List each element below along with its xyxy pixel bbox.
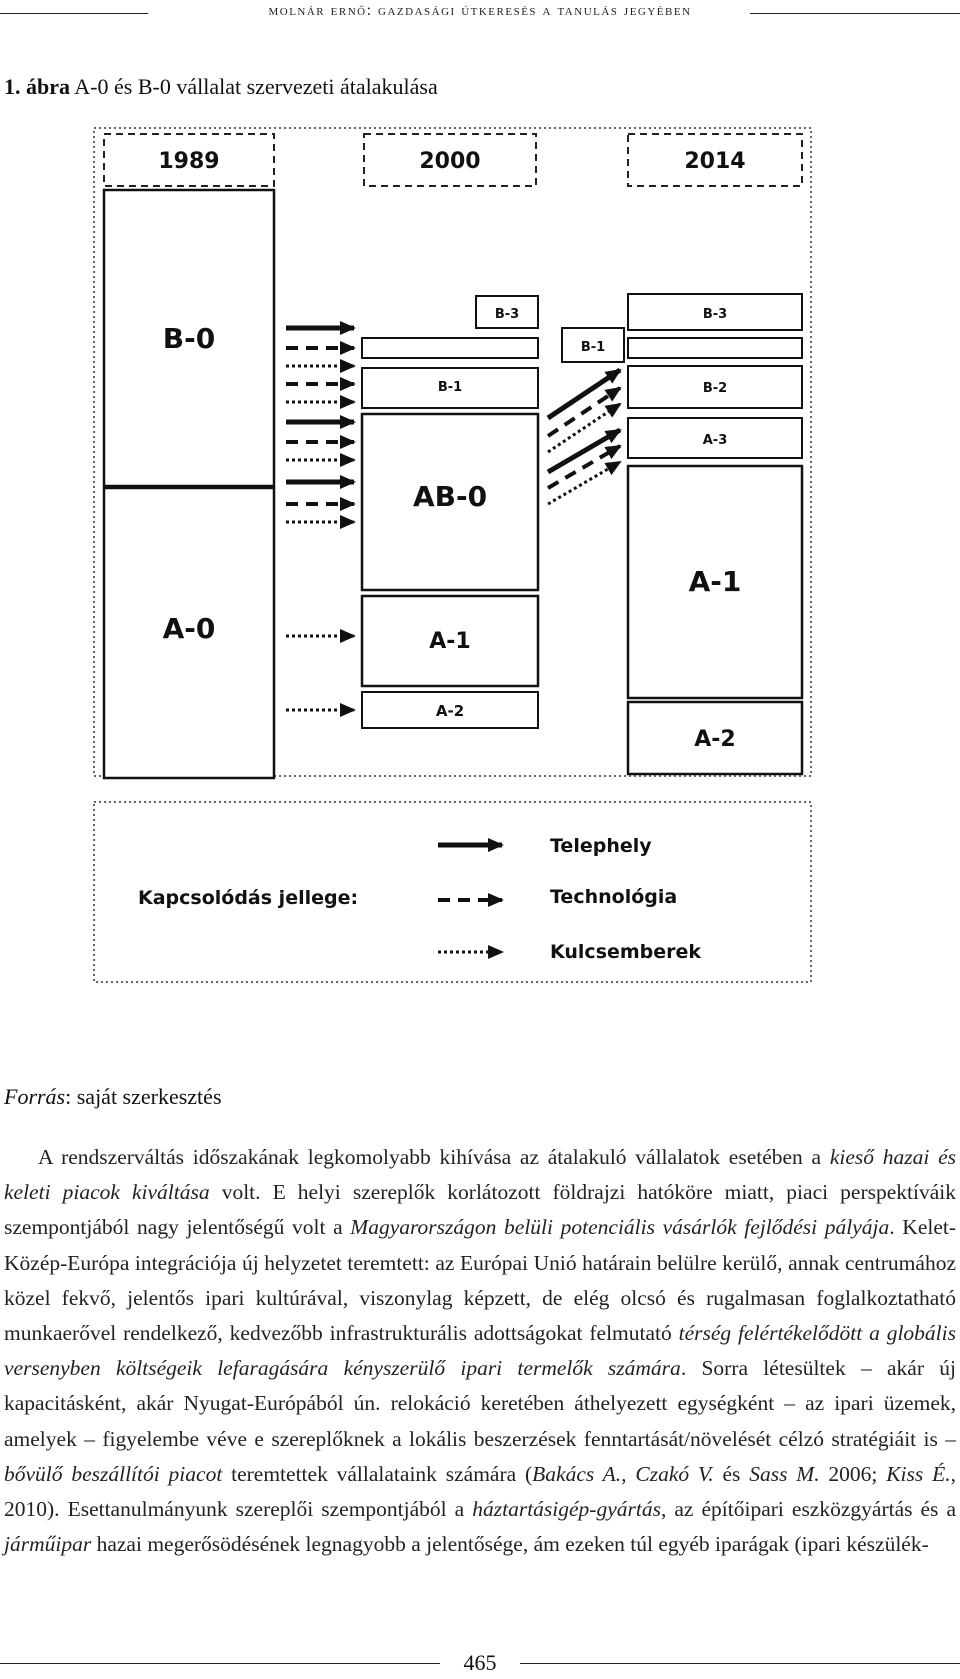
legend-label-tech: Technológia (550, 886, 677, 908)
year-box-1989: 1989 (103, 133, 275, 187)
box-2014-a3 (627, 417, 803, 459)
label-a0: A-0 (163, 612, 216, 645)
arrow-people (547, 460, 622, 506)
page-number: 465 (463, 1650, 497, 1675)
year-label-2000: 2000 (419, 149, 480, 174)
box-2014-a2 (626, 700, 804, 776)
label-2000-b3: B-3 (495, 307, 519, 322)
label-2014-b3: B-3 (703, 307, 727, 322)
arrow-site (546, 367, 622, 421)
arrow-people (547, 402, 622, 454)
year-box-2014: 2014 (627, 133, 803, 187)
label-2000-b1: B-1 (438, 380, 462, 395)
arrow-tech (546, 444, 622, 490)
box-2014-a1 (626, 464, 804, 700)
label-2014-a1: A-1 (689, 565, 742, 598)
figure-title: A-0 és B-0 vállalat szervezeti átalakulá… (74, 74, 438, 99)
main-frame (93, 127, 812, 777)
box-b0 (102, 188, 276, 488)
footer-rule-left (0, 1663, 440, 1664)
legend-frame (93, 801, 812, 983)
label-2000-a1: A-1 (429, 629, 470, 654)
box-2000-a1 (360, 594, 540, 688)
box-2000-b1 (361, 367, 539, 409)
header-rule-right (750, 13, 960, 14)
box-ab0 (360, 412, 540, 592)
page-footer: 465 (0, 1650, 960, 1678)
box-2000-a2 (361, 691, 539, 729)
running-title: molnár ernő: gazdasági útkeresés a tanul… (268, 2, 692, 19)
source-text: : saját szerkesztés (65, 1084, 222, 1109)
label-2014-b2: B-2 (703, 381, 727, 396)
year-label-1989: 1989 (158, 149, 219, 174)
legend-label-site: Telephely (550, 835, 652, 857)
figure-number: 1. ábra (4, 74, 70, 99)
label-ab0: AB-0 (413, 480, 487, 513)
arrows-2000-2014 (546, 367, 622, 506)
paragraph: A rendszerváltás időszakának legkomolyab… (4, 1145, 957, 1557)
legend-title: Kapcsolódás jellege: (138, 887, 358, 909)
source-label: Forrás (4, 1084, 66, 1109)
label-2014-a2: A-2 (694, 727, 735, 752)
box-2000-b3 (475, 295, 539, 329)
label-transfer-b1: B-1 (581, 340, 605, 355)
box-2014-b2 (627, 365, 803, 409)
running-header: molnár ernő: gazdasági útkeresés a tanul… (0, 2, 960, 24)
box-2014-b3 (627, 293, 803, 331)
arrow-site (546, 427, 622, 475)
box-2014-thin (627, 337, 803, 359)
year-box-2000: 2000 (363, 133, 537, 187)
body-text: A rendszerváltás időszakának legkomolyab… (4, 1140, 956, 1562)
arrow-tech (546, 386, 622, 438)
figure-caption: 1. ábra A-0 és B-0 vállalat szervezeti á… (4, 74, 438, 100)
year-label-2014: 2014 (684, 149, 745, 174)
label-b0: B-0 (163, 322, 215, 355)
legend-label-people: Kulcsemberek (550, 941, 701, 963)
label-2000-a2: A-2 (436, 702, 464, 720)
box-transfer-b1 (561, 327, 625, 363)
figure-source: Forrás: saját szerkesztés (4, 1084, 222, 1110)
label-2014-a3: A-3 (703, 433, 728, 448)
header-rule-left (0, 13, 148, 14)
box-2000-thin (361, 337, 539, 359)
box-a0 (102, 486, 276, 780)
arrows-1989-2000 (286, 321, 356, 717)
organization-diagram: 1989 2000 2014 B-0 A-0 B-3 B-1 AB-0 A-1 … (92, 126, 874, 1060)
footer-rule-right (520, 1663, 960, 1664)
